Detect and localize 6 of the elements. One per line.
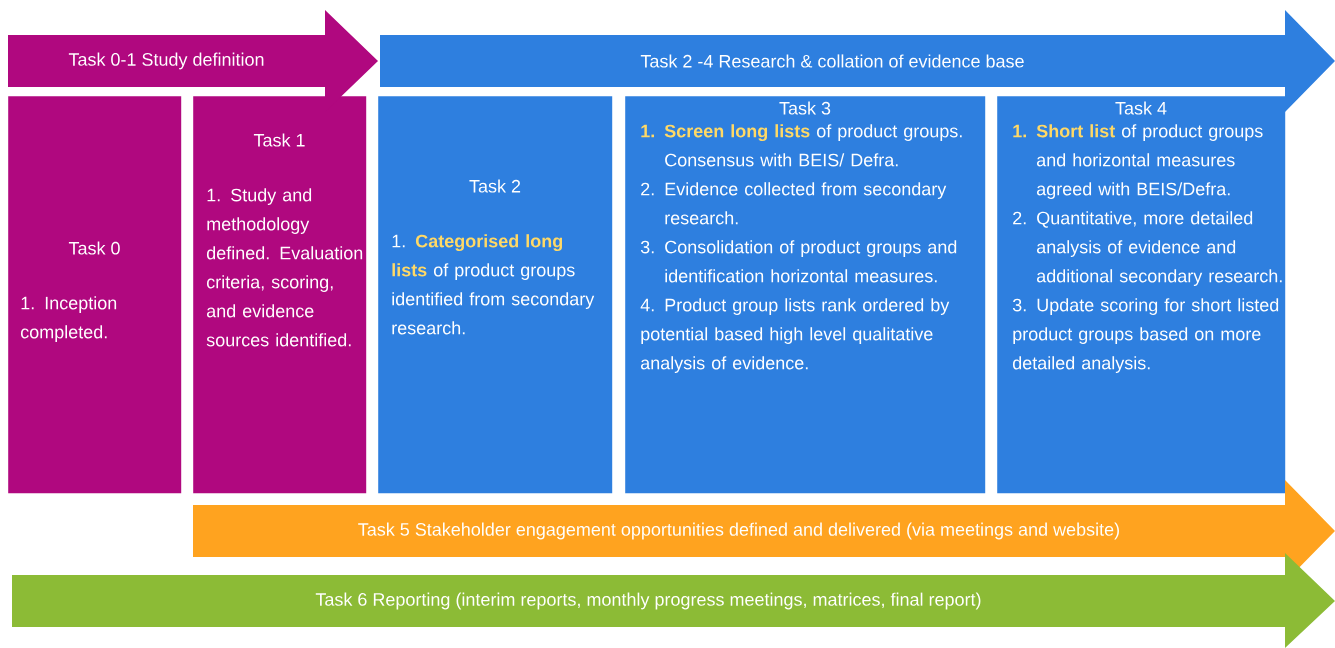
task-box: Task 1 1. Study and methodology defined. Evaluation criteria, scoring, and evidence sources identified.	[193, 96, 367, 494]
task-box: Task 3 1. Screen long lists of product groups. Consensus with BEIS/ Defra. 2. Evidence collected from secondary research. 3. Consolidation of product groups and identification horizontal measures. 4. Product group lists rank ordered by potential based high level qualitative analysis of evidence.	[625, 96, 986, 494]
task-box: Task 4 1. Short list of product groups and horizontal measures agreed with BEIS/Defra. 2. Quantitative, more detailed analysis of evidence and additional secondary research. 3. Update scoring for short listed product groups based on more detailed analysis.	[997, 96, 1286, 494]
task-box: Task 0 1. Inception completed.	[8, 96, 182, 494]
node-label: Task 2 -4 Research & collation of evidence base	[640, 54, 1024, 68]
task-box: Task 2 1. Categorised long lists of product groups identified from secondary research.	[378, 96, 613, 494]
